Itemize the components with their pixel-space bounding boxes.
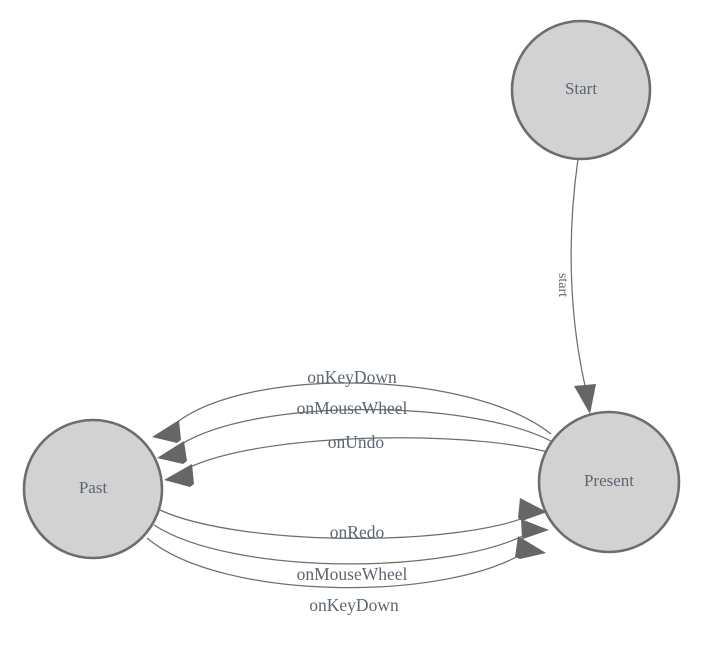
node-start[interactable]: Start: [510, 19, 652, 161]
edge-past-to-present-onkeydown[interactable]: [146, 536, 546, 589]
edge-path: [153, 524, 535, 565]
arrowhead-icon: [574, 384, 596, 414]
edge-label-onkeydown-lower: onKeyDown: [309, 595, 399, 615]
edge-path: [187, 437, 561, 469]
node-circle: [537, 410, 681, 554]
arrowhead-icon: [515, 536, 546, 559]
edge-past-to-present-onredo[interactable]: [159, 498, 547, 539]
edge-label-onmousewheel-lower: onMouseWheel: [297, 564, 408, 584]
edge-path: [146, 537, 529, 589]
arrowhead-icon: [157, 441, 187, 464]
arrowhead-icon: [152, 420, 181, 443]
node-label-past: Past: [79, 478, 108, 497]
edge-label-onkeydown-upper: onKeyDown: [307, 367, 397, 387]
arrowhead-icon: [518, 498, 547, 521]
arrowhead-icon: [164, 464, 194, 487]
edge-label-onundo: onUndo: [328, 432, 385, 452]
edge-path: [570, 158, 587, 391]
edge-past-to-present-onmousewheel[interactable]: [153, 519, 549, 565]
node-label-start: Start: [565, 79, 597, 98]
edge-label-onmousewheel-upper: onMouseWheel: [297, 398, 408, 418]
edge-present-to-past-onkeydown[interactable]: [152, 382, 552, 443]
edge-present-to-past-onmousewheel[interactable]: [157, 409, 557, 464]
node-past[interactable]: Past: [22, 418, 164, 560]
node-circle: [22, 418, 164, 560]
node-present[interactable]: Present: [537, 410, 681, 554]
edge-start-to-present-start[interactable]: [570, 158, 596, 414]
edge-path: [179, 409, 557, 446]
edge-label-start: start: [555, 273, 570, 297]
arrowhead-icon: [517, 519, 549, 541]
node-circle: [510, 19, 652, 161]
node-label-present: Present: [584, 471, 634, 490]
edge-label-onredo: onRedo: [330, 522, 385, 542]
edge-path: [175, 382, 552, 435]
edge-present-to-past-onundo[interactable]: [164, 437, 561, 487]
edge-path: [159, 509, 539, 539]
